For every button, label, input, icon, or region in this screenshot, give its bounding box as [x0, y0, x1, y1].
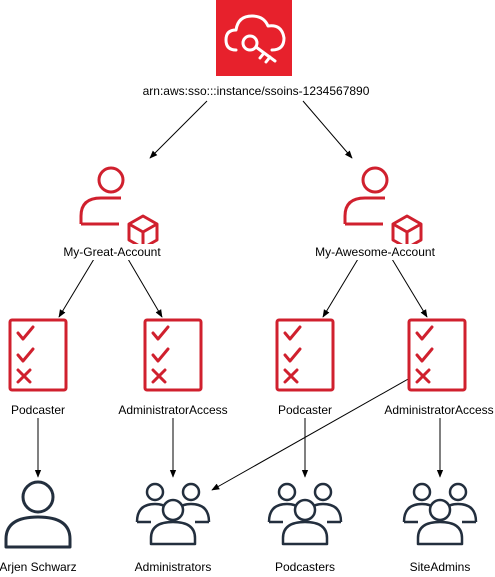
permission-set-label: AdministratorAccess [118, 403, 227, 417]
permission-set-label: Podcaster [11, 403, 65, 417]
permission-set-node[interactable]: Podcaster [8, 318, 68, 417]
permission-checklist-icon [8, 318, 68, 392]
users-group-icon [402, 482, 478, 546]
permission-checklist-icon [407, 318, 467, 392]
principal-node-podcasters[interactable]: Podcasters [267, 482, 343, 574]
account-user-box-icon [79, 166, 159, 250]
sso-instance-node[interactable]: arn:aws:sso:::instance/ssoins-1234567890 [138, 0, 374, 99]
permission-set-node[interactable]: AdministratorAccess [384, 318, 494, 417]
permission-set-label: Podcaster [278, 403, 332, 417]
edge-sso-to-my-great-account [149, 100, 208, 159]
principal-label: SiteAdmins [410, 560, 471, 574]
account-label: My-Awesome-Account [315, 245, 435, 259]
principal-node-arjen-schwarz[interactable]: Arjen Schwarz [0, 480, 77, 574]
permission-set-node[interactable]: AdministratorAccess [118, 318, 228, 417]
permission-checklist-icon [275, 318, 335, 392]
account-user-box-icon [343, 166, 423, 250]
edge-great-to-administratoraccess [127, 258, 163, 318]
principal-node-administrators[interactable]: Administrators [135, 482, 212, 574]
edge-sso-to-my-awesome-account [302, 100, 353, 159]
permission-set-label: AdministratorAccess [384, 403, 493, 417]
edge-great-to-podcaster [58, 258, 95, 318]
permission-checklist-icon [143, 318, 203, 392]
edge-awesome-to-podcaster [322, 258, 359, 318]
account-node-my-awesome-account[interactable]: My-Awesome-Account [315, 166, 436, 260]
user-icon [4, 480, 72, 549]
edge-awesome-to-administratoraccess [391, 258, 428, 318]
account-label: My-Great-Account [63, 245, 161, 259]
principal-label: Podcasters [275, 560, 335, 574]
principal-label: Administrators [135, 560, 212, 574]
edge-adminaccess-to-administrators-cross [211, 377, 411, 491]
account-node-my-great-account[interactable]: My-Great-Account [62, 166, 162, 260]
permission-set-node[interactable]: Podcaster [275, 318, 335, 417]
users-group-icon [267, 482, 343, 546]
edges [34, 100, 444, 491]
cloud-key-icon [224, 14, 286, 64]
principal-label: Arjen Schwarz [0, 560, 77, 574]
sso-instance-arn: arn:aws:sso:::instance/ssoins-1234567890 [143, 84, 370, 98]
principal-node-siteadmins[interactable]: SiteAdmins [402, 482, 478, 574]
users-group-icon [135, 482, 211, 546]
